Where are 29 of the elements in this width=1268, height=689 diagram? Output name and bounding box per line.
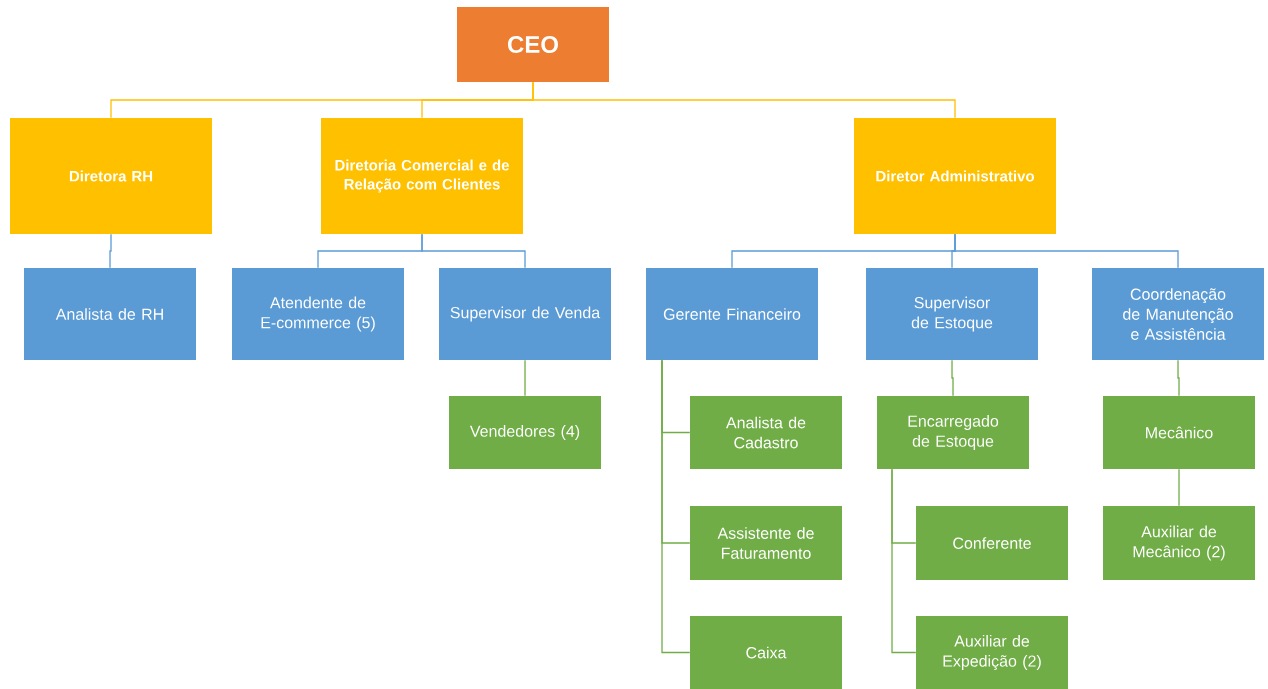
connector-line xyxy=(954,233,1179,269)
org-box: Encarregado de Estoque xyxy=(877,396,1029,469)
org-box: Supervisor de Venda xyxy=(439,268,611,360)
connector-line xyxy=(1178,468,1180,507)
connector-line xyxy=(951,359,954,397)
org-box: Auxiliar de Mecânico (2) xyxy=(1103,506,1255,580)
org-box: Diretoria Comercial e de Relação com Clientes xyxy=(321,118,523,234)
org-box: Conferente xyxy=(916,506,1068,580)
connector-line xyxy=(109,233,112,269)
org-box: Gerente Financeiro xyxy=(646,268,818,360)
org-box: CEO xyxy=(457,7,609,82)
org-box: Analista de Cadastro xyxy=(690,396,842,469)
org-box: Coordenação de Manutenção e Assistência xyxy=(1092,268,1264,360)
connector-line xyxy=(524,359,526,397)
connector-line xyxy=(891,468,917,654)
org-box: Supervisor de Estoque xyxy=(866,268,1038,360)
connector-line xyxy=(661,359,691,654)
org-box: Analista de RH xyxy=(24,268,196,360)
connector-line xyxy=(532,81,956,119)
org-box: Diretor Administrativo xyxy=(854,118,1056,234)
org-box: Diretora RH xyxy=(10,118,212,234)
org-box: Assistente de Faturamento xyxy=(690,506,842,580)
org-box: Vendedores (4) xyxy=(449,396,601,469)
org-box: Atendente de E-commerce (5) xyxy=(232,268,404,360)
org-box: Auxiliar de Expedição (2) xyxy=(916,616,1068,689)
connector-line xyxy=(421,233,526,269)
org-box: Mecânico xyxy=(1103,396,1255,469)
org-box: Caixa xyxy=(690,616,842,689)
connector-line xyxy=(1177,359,1180,397)
